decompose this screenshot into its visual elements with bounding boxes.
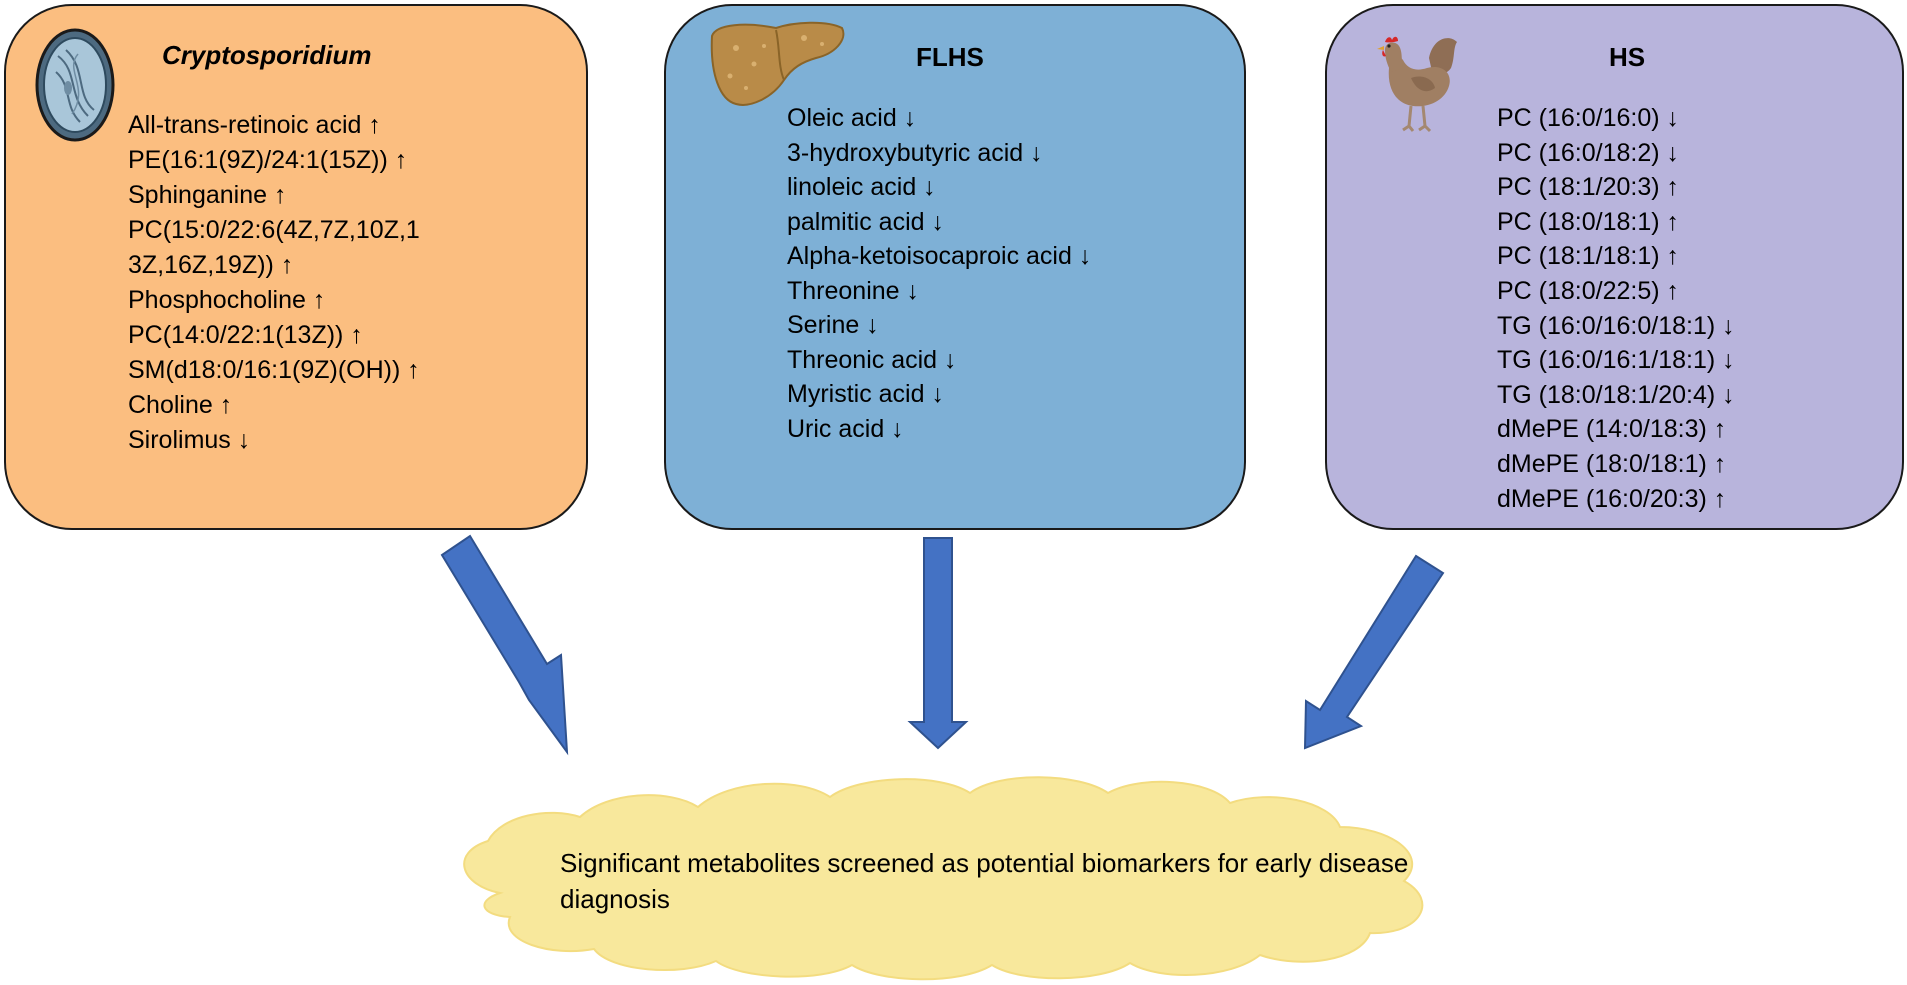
metabolite-item: All-trans-retinoic acid ↑	[128, 111, 381, 139]
cryptosporidium-title: Cryptosporidium	[162, 40, 372, 70]
metabolite-item: TG (16:0/16:0/18:1) ↓	[1497, 311, 1735, 340]
metabolite-item: Sirolimus ↓	[128, 426, 251, 454]
metabolite-item: Uric acid ↓	[787, 414, 904, 443]
metabolite-item: PC (18:1/20:3) ↑	[1497, 173, 1680, 202]
hs-metabolite-list: PC (16:0/16:0) ↓ PC (16:0/18:2) ↓ PC (18…	[1497, 101, 1735, 516]
arrow-hs-to-cloud	[1303, 554, 1445, 750]
metabolite-item: Alpha-ketoisocaproic acid ↓	[787, 242, 1092, 270]
conclusion-cloud	[463, 776, 1424, 981]
oocyst-icon	[35, 28, 115, 142]
metabolite-item: Serine ↓	[787, 311, 879, 339]
flhs-title: FLHS	[916, 42, 984, 72]
metabolite-item: dMePE (14:0/18:3) ↑	[1497, 415, 1727, 444]
metabolite-item: PC (16:0/18:2) ↓	[1497, 138, 1680, 167]
metabolite-item: linoleic acid ↓	[787, 173, 936, 201]
metabolite-item: PC(14:0/22:1(13Z)) ↑	[128, 321, 363, 349]
metabolite-item: Phosphocholine ↑	[128, 286, 326, 314]
metabolite-item: Threonic acid ↓	[787, 345, 957, 374]
metabolite-item: 3-hydroxybutyric acid ↓	[787, 138, 1043, 167]
metabolite-item: PC(15:0/22:6(4Z,7Z,10Z,1	[128, 216, 420, 244]
metabolite-item: dMePE (16:0/20:3) ↑	[1497, 484, 1727, 513]
metabolite-item: PE(16:1(9Z)/24:1(15Z)) ↑	[128, 146, 408, 174]
arrow-cryptosporidium-to-cloud	[440, 534, 569, 756]
metabolite-item: Myristic acid ↓	[787, 380, 944, 408]
flhs-metabolite-list: Oleic acid ↓ 3-hydroxybutyric acid ↓ lin…	[787, 101, 1091, 446]
metabolite-item: PC (18:0/22:5) ↑	[1497, 276, 1680, 305]
hs-panel: HS PC (16:0/16:0) ↓ PC (16:0/18:2) ↓ PC …	[1325, 4, 1904, 530]
metabolite-item: Choline ↑	[128, 391, 233, 419]
metabolite-item: Threonine ↓	[787, 276, 920, 305]
hs-title: HS	[1609, 42, 1646, 72]
metabolite-item: 3Z,16Z,19Z)) ↑	[128, 251, 294, 279]
liver-icon	[710, 21, 845, 106]
metabolite-item: SM(d18:0/16:1(9Z)(OH)) ↑	[128, 356, 420, 384]
cryptosporidium-metabolite-list: All-trans-retinoic acid ↑ PE(16:1(9Z)/24…	[128, 108, 420, 458]
metabolite-item: PC (18:0/18:1) ↑	[1497, 207, 1680, 236]
metabolite-item: PC (16:0/16:0) ↓	[1497, 104, 1680, 132]
metabolite-item: TG (18:0/18:1/20:4) ↓	[1497, 380, 1735, 409]
chicken-icon	[1377, 36, 1457, 133]
arrow-flhs-to-cloud	[907, 537, 969, 750]
metabolite-item: TG (16:0/16:1/18:1) ↓	[1497, 346, 1735, 375]
metabolite-item: palmitic acid ↓	[787, 207, 944, 236]
cryptosporidium-panel: Cryptosporidium All-trans-retinoic acid …	[4, 4, 588, 530]
flhs-panel: FLHS Oleic acid ↓ 3-hydroxybutyric acid …	[664, 4, 1246, 530]
metabolite-item: PC (18:1/18:1) ↑	[1497, 242, 1680, 271]
metabolite-item: Oleic acid ↓	[787, 104, 917, 132]
metabolite-item: dMePE (18:0/18:1) ↑	[1497, 449, 1727, 478]
metabolite-item: Sphinganine ↑	[128, 181, 287, 209]
conclusion-text: Significant metabolites screened as pote…	[560, 848, 1409, 914]
